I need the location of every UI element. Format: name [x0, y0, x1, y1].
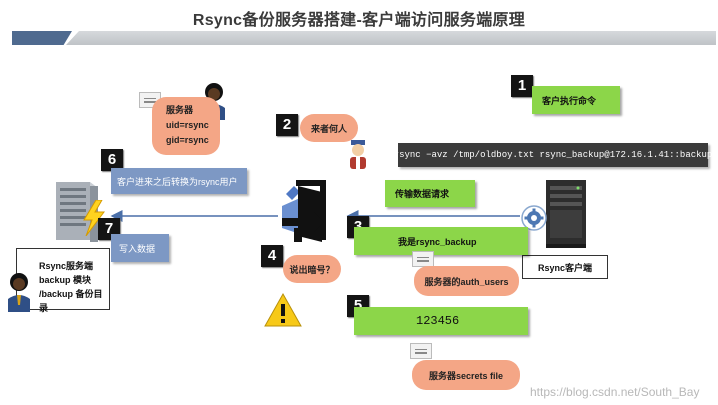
rsync-server-box-module: backup 模块 [39, 275, 92, 285]
step-7-label: 写入数据 [111, 234, 169, 262]
guard-person-icon [345, 140, 371, 170]
rsync-server-box: Rsync服务端 backup 模块 /backup 备份目录 [16, 248, 110, 313]
rsync-server-box-dir: /backup 备份目录 [39, 289, 103, 313]
secrets-bubble: 服务器secrets file [412, 360, 520, 390]
gear-icon [521, 205, 547, 231]
step-6-label: 客户进来之后转换为rsync用户 [111, 168, 247, 194]
page-title: Rsync备份服务器搭建-客户端访问服务端原理 [192, 12, 526, 29]
step-1-label: 客户执行命令 [532, 86, 620, 114]
step-6-badge: 6 [101, 149, 123, 171]
warning-icon [264, 292, 302, 328]
server-bubble-gid: gid=rsync [166, 135, 209, 145]
watermark: https://blog.csdn.net/South_Bay [530, 385, 700, 399]
rsync-server-box-title: Rsync服务端 [39, 261, 94, 271]
step-2-badge: 2 [276, 114, 298, 136]
server-bubble-uid: uid=rsync [166, 120, 209, 130]
door-exit-icon [272, 176, 358, 248]
secrets-document-icon [410, 343, 432, 359]
server-bubble-title: 服务器 [166, 105, 194, 115]
auth-users-document-icon [412, 251, 434, 267]
client-server-tower-icon [544, 180, 588, 248]
step-4-badge: 4 [261, 245, 283, 267]
step-1-badge: 1 [511, 75, 533, 97]
step-3-label: 我是rsync_backup [354, 227, 528, 255]
step-5-label: 123456 [354, 307, 528, 335]
title-bar-accent [12, 31, 72, 45]
command-box: rsync −avz /tmp/oldboy.txt rsync_backup@… [394, 143, 712, 167]
lightning-icon [80, 199, 106, 237]
auth-users-bubble: 服务器的auth_users [414, 266, 519, 296]
step-4-bubble: 说出暗号？ [283, 255, 341, 283]
server-bubble: 服务器 uid=rsync gid=rsync [152, 97, 220, 155]
admin-person-icon [6, 272, 32, 312]
client-label: Rsync客户端 [522, 255, 608, 279]
step-2-bubble: 来者何人 [300, 114, 358, 142]
transfer-request-label: 传输数据请求 [385, 180, 475, 207]
title-bar [66, 31, 716, 45]
